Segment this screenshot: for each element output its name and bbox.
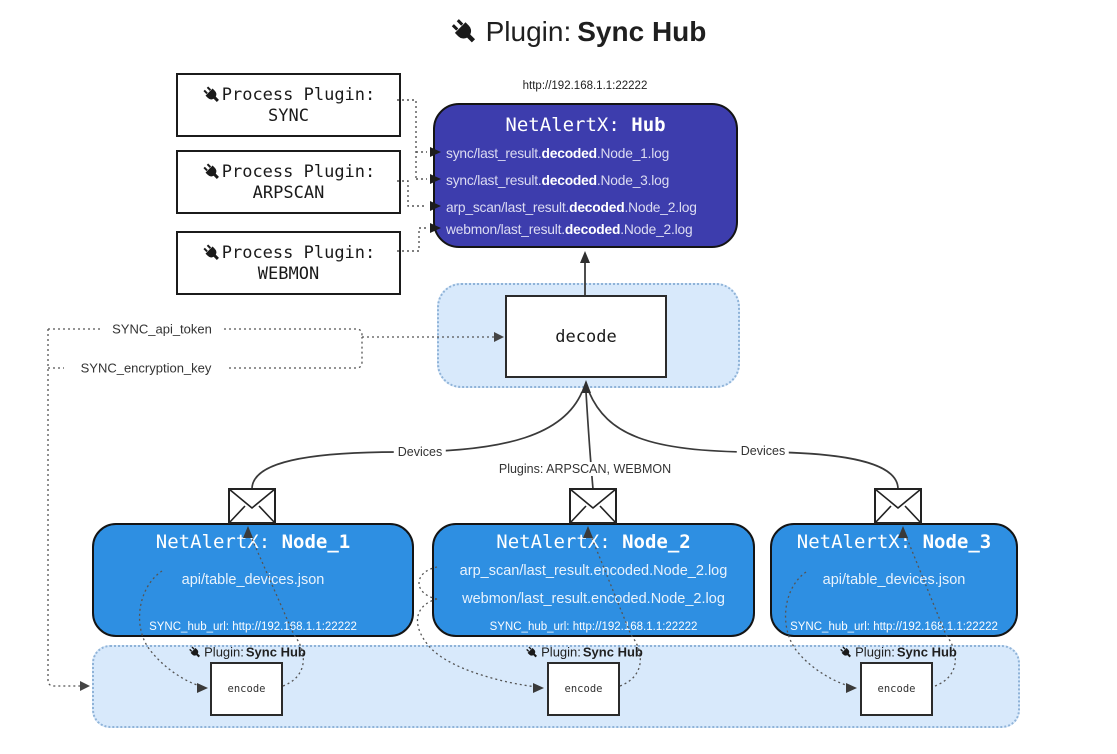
hub-file-line: sync/last_result.decoded.Node_1.log xyxy=(446,146,670,161)
node-hub-url: SYNC_hub_url: http://192.168.1.1:22222 xyxy=(149,621,357,633)
node-title: NetAlertX: Node_2 xyxy=(496,531,691,553)
plug-icon xyxy=(189,646,201,657)
node-file-line: api/table_devices.json xyxy=(822,572,966,588)
hub-url-label: http://192.168.1.1:22222 xyxy=(522,80,648,92)
hub-file-line: sync/last_result.decoded.Node_3.log xyxy=(446,173,670,188)
sync-encryption-key-label: SYNC_encryption_key xyxy=(77,360,215,376)
plug-icon xyxy=(526,646,538,657)
process-plugin-arpscan: Process Plugin: ARPSCAN xyxy=(176,150,401,214)
plugins-edge-label: Plugins: ARPSCAN, WEBMON xyxy=(494,462,676,476)
process-plugin-label: Process Plugin: xyxy=(221,84,376,105)
node-file-line: webmon/last_result.encoded.Node_2.log xyxy=(462,591,725,607)
edge-arpscan-to-hub xyxy=(397,180,427,207)
node-2: NetAlertX: Node_2 arp_scan/last_result.e… xyxy=(432,523,755,637)
node-3: NetAlertX: Node_3 api/table_devices.json… xyxy=(770,523,1018,637)
edge-keys-to-encode-panel xyxy=(47,329,82,687)
arrowhead xyxy=(580,251,590,263)
encode-plugin-label-1: Plugin: Sync Hub xyxy=(188,645,306,660)
encode-box-1: encode xyxy=(210,662,283,716)
plug-icon xyxy=(203,162,219,179)
process-plugin-name: ARPSCAN xyxy=(252,182,325,203)
edge-webmon-to-hub xyxy=(397,227,427,252)
process-plugin-webmon: Process Plugin: WEBMON xyxy=(176,231,401,295)
plug-icon xyxy=(203,243,219,260)
page-title: Plugin: Sync Hub xyxy=(450,16,707,48)
edge-sync-to-hub xyxy=(397,99,427,180)
devices-edge-label-left: Devices xyxy=(393,445,447,459)
process-plugin-name: WEBMON xyxy=(257,263,320,284)
sync-api-token-label: SYNC_api_token xyxy=(109,321,215,337)
encode-plugin-label-3: Plugin: Sync Hub xyxy=(839,645,957,660)
node-title: NetAlertX: Node_3 xyxy=(796,531,992,553)
plug-icon xyxy=(451,19,476,43)
hub-node: NetAlertX: Hub sync/last_result.decoded.… xyxy=(433,103,738,248)
title-name: Sync Hub xyxy=(577,16,707,47)
hub-title: NetAlertX: Hub xyxy=(505,114,666,136)
node-hub-url: SYNC_hub_url: http://192.168.1.1:22222 xyxy=(790,621,998,633)
process-plugin-name: SYNC xyxy=(268,105,309,126)
decode-box: decode xyxy=(505,295,667,378)
node-file-line: api/table_devices.json xyxy=(181,572,325,588)
process-plugin-sync: Process Plugin: SYNC xyxy=(176,73,401,137)
node-1: NetAlertX: Node_1 api/table_devices.json… xyxy=(92,523,414,637)
envelope-icon xyxy=(228,488,276,524)
process-plugin-label: Process Plugin: xyxy=(221,161,376,182)
encode-plugin-label-2: Plugin: Sync Hub xyxy=(525,645,643,660)
node-title: NetAlertX: Node_1 xyxy=(155,531,351,553)
arrowhead xyxy=(80,681,90,691)
process-plugin-label: Process Plugin: xyxy=(221,242,376,263)
envelope-icon xyxy=(874,488,922,524)
hub-file-line: arp_scan/last_result.decoded.Node_2.log xyxy=(446,200,697,215)
encode-box-2: encode xyxy=(547,662,620,716)
devices-edge-label-right: Devices xyxy=(736,444,790,458)
node-hub-url: SYNC_hub_url: http://192.168.1.1:22222 xyxy=(489,621,698,633)
envelope-icon xyxy=(569,488,617,524)
plug-icon xyxy=(840,646,852,657)
title-prefix: Plugin: xyxy=(485,16,572,47)
node-file-line: arp_scan/last_result.encoded.Node_2.log xyxy=(459,563,728,579)
hub-file-line: webmon/last_result.decoded.Node_2.log xyxy=(446,222,693,237)
encode-box-3: encode xyxy=(860,662,933,716)
plug-icon xyxy=(203,85,219,102)
